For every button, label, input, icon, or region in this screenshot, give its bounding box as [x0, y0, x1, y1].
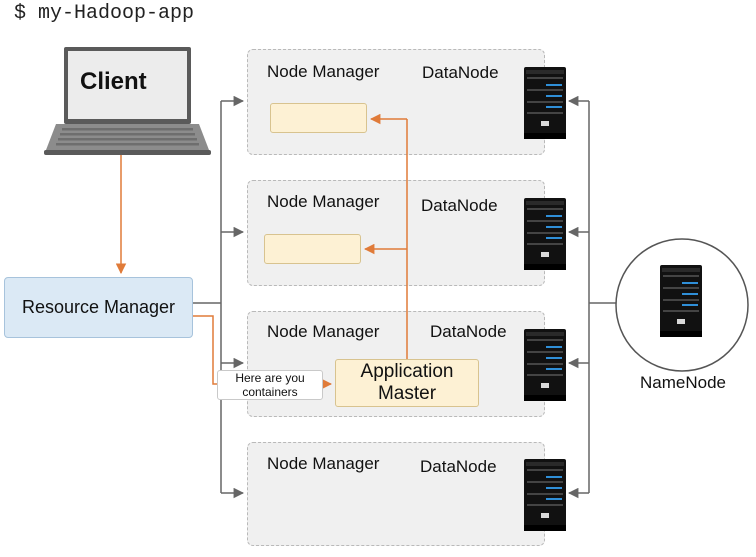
resource-manager-label: Resource Manager	[21, 297, 176, 317]
client-label: Client	[80, 68, 147, 95]
command-line: $ my-Hadoop-app	[14, 2, 195, 25]
datanode-label-1: DataNode	[422, 63, 499, 82]
node-box-4	[247, 442, 545, 546]
containers-callout: Here are you containers	[217, 370, 323, 400]
node-manager-label-4: Node Manager	[267, 454, 380, 473]
datanode-label-4: DataNode	[420, 457, 497, 476]
namenode-server-icon	[660, 265, 702, 337]
node-manager-label-1: Node Manager	[267, 62, 380, 81]
namenode-label: NameNode	[640, 373, 726, 392]
node-box-2	[247, 180, 545, 286]
application-master-line1: Application	[360, 361, 454, 382]
resource-manager-box: Resource Manager	[4, 277, 193, 338]
node-manager-label-2: Node Manager	[267, 192, 380, 211]
laptop-icon	[44, 47, 211, 155]
node-manager-label-3: Node Manager	[267, 322, 380, 341]
datanode-server-icon-2	[524, 198, 566, 270]
datanode-server-icon-3	[524, 329, 566, 401]
application-master-line2: Master	[377, 383, 437, 404]
datanode-server-icon-4	[524, 459, 566, 531]
datanode-label-3: DataNode	[430, 322, 507, 341]
container-2	[264, 234, 361, 264]
application-master-box: Application Master	[335, 359, 479, 407]
callout-line2: containers	[242, 385, 298, 399]
datanode-label-2: DataNode	[421, 196, 498, 215]
container-1	[270, 103, 367, 133]
callout-line1: Here are you	[235, 371, 305, 385]
datanode-server-icon-1	[524, 67, 566, 139]
